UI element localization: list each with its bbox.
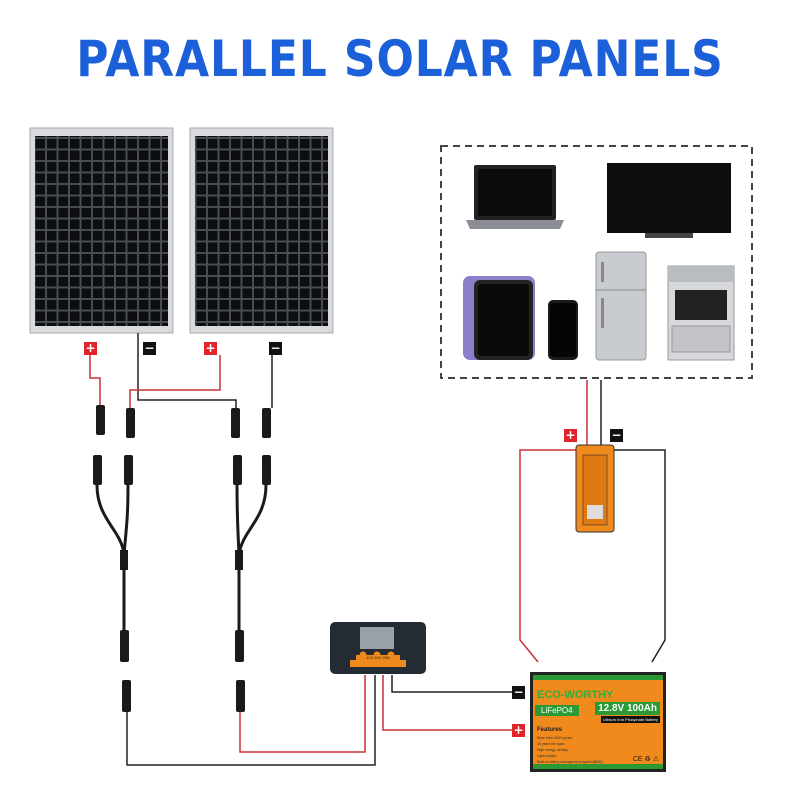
appliances-box [440, 145, 753, 379]
feature-item: Built-in battery management system(BMS) [537, 760, 603, 764]
controller-input-wires [126, 675, 512, 766]
battery-negative-sign: − [512, 685, 525, 699]
feature-item: 10 years life span [537, 742, 565, 746]
features-title: Features [537, 727, 563, 733]
feature-item: More than 3000 cycles [537, 736, 573, 740]
mc4-connectors [96, 405, 271, 438]
inverter-negative-sign: − [610, 428, 623, 442]
inverter-wires [519, 380, 666, 663]
battery-brand: ECO-WORTHY [537, 689, 614, 701]
battery-top-band [533, 675, 663, 680]
laptop-icon [466, 165, 564, 229]
panel-1-positive-sign: + [84, 341, 97, 355]
battery-bottom-band [533, 764, 663, 769]
y-branch-connector-2 [233, 455, 271, 712]
charge-controller [330, 622, 426, 674]
battery-chemistry: LiFePO4 [535, 705, 579, 716]
panel-wires [89, 333, 273, 408]
certification-marks: CE ♻ ⚠ [632, 756, 659, 763]
battery-spec: 12.8V 100Ah [595, 702, 660, 715]
battery-subtitle: Lithium Iron Phosphate Battery [601, 716, 660, 723]
feature-item: High energy density [537, 748, 568, 752]
page-title: PARALLEL SOLAR PANELS [76, 30, 724, 88]
inverter [575, 444, 615, 533]
feature-item: Light weight [537, 754, 556, 758]
tv-icon [607, 163, 731, 238]
inverter-positive-sign: + [564, 428, 577, 442]
panel-2-positive-sign: + [204, 341, 217, 355]
smartphone-icon [548, 300, 578, 360]
controller-label: 12V 24V 20A [356, 655, 400, 661]
y-branch-connector-1 [93, 455, 133, 712]
refrigerator-icon [595, 251, 647, 361]
battery: ECO-WORTHY LiFePO4 12.8V 100Ah Lithium I… [530, 672, 666, 772]
tablet-icon [463, 276, 535, 360]
panel-1-negative-sign: − [143, 341, 156, 355]
solar-panel-1 [29, 127, 174, 334]
solar-panel-2 [189, 127, 334, 334]
features-list: More than 3000 cycles 10 years life span… [537, 735, 603, 765]
battery-positive-sign: + [512, 723, 525, 737]
panel-2-negative-sign: − [269, 341, 282, 355]
oven-icon [667, 265, 735, 361]
